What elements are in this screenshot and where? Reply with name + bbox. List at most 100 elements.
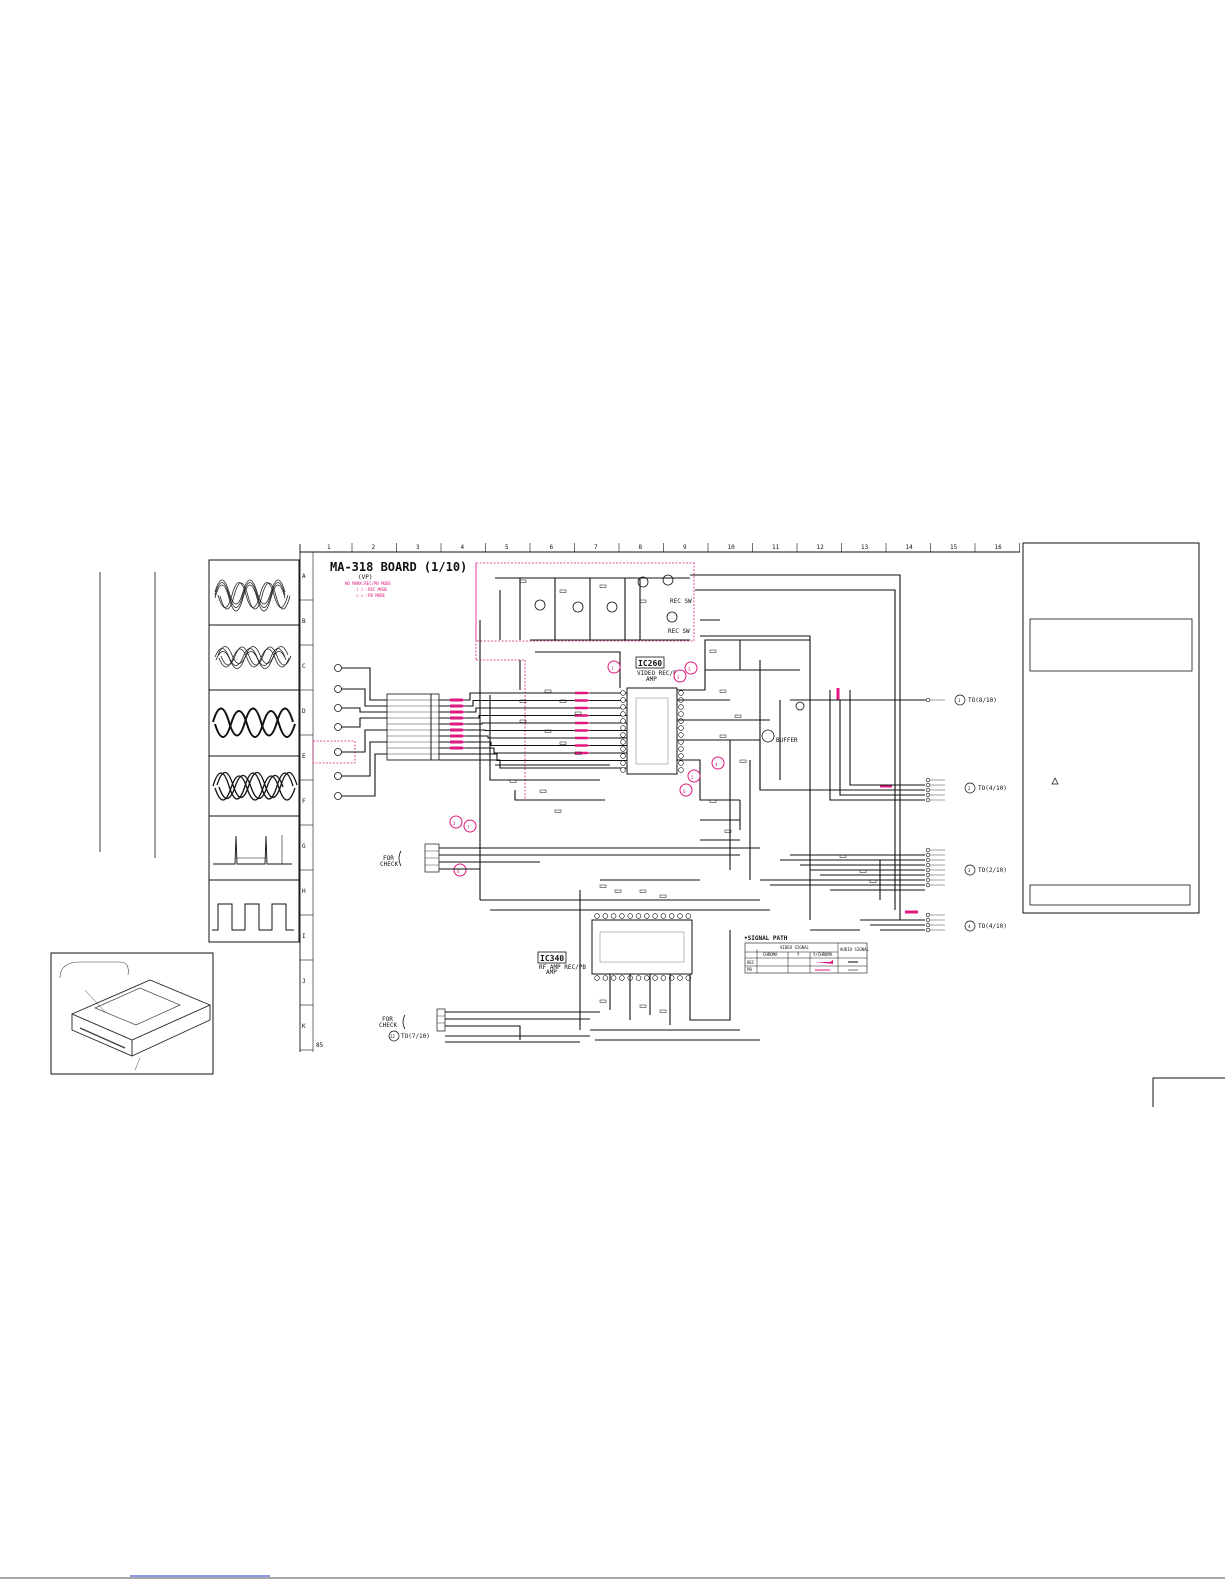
ic260-pin (620, 711, 626, 717)
svg-text:5: 5 (691, 775, 694, 780)
dest-1: 1 TO(8/10) (954, 694, 997, 706)
ic260-chip (620, 687, 684, 775)
svg-text:2: 2 (968, 786, 971, 791)
component-glyph (519, 699, 527, 703)
column-label: 12 (817, 544, 825, 551)
ic340-pin (627, 913, 633, 919)
bus-line (439, 722, 627, 725)
svg-text:3: 3 (688, 667, 691, 672)
svg-text:TO(7/10): TO(7/10) (401, 1033, 430, 1040)
ic340-pin (619, 975, 625, 981)
ic260-pin (620, 697, 626, 703)
ic260-pin (620, 767, 626, 773)
signal-arrow (575, 691, 590, 695)
ic260-pin (678, 746, 684, 752)
output-terminal (925, 872, 931, 878)
component-glyph (734, 714, 742, 718)
svg-text:2: 2 (453, 821, 456, 826)
bus-lines (439, 692, 627, 769)
svg-text:TO(4/10): TO(4/10) (978, 785, 1007, 792)
ic340-pin (644, 913, 650, 919)
page-number: 85 (316, 1042, 324, 1049)
ic340-label-box (537, 951, 567, 964)
row-label: C (302, 663, 306, 670)
output-terminal (925, 847, 931, 853)
switch-block-wiring (479, 574, 901, 920)
input-connector-block (386, 693, 440, 761)
output-rails (759, 690, 925, 931)
column-label: 14 (906, 544, 914, 551)
output-terminal (925, 917, 931, 923)
signal-arrow (450, 728, 465, 732)
svg-text:VIDEO SIGNAL: VIDEO SIGNAL (780, 945, 809, 950)
ic340-pin (610, 913, 617, 919)
deck-illustration (50, 952, 214, 1075)
ic340-pin (668, 913, 675, 919)
svg-text:1: 1 (958, 698, 961, 703)
signal-arrow (575, 744, 590, 747)
row-label: G (302, 843, 306, 850)
signal-arrows (450, 688, 918, 914)
ic260-pin (620, 760, 626, 766)
component-glyph (639, 889, 647, 893)
svg-text:CHROMA: CHROMA (763, 952, 778, 957)
column-label: 5 (505, 544, 509, 551)
component-glyph (539, 789, 547, 793)
signal-arrow (450, 704, 465, 708)
svg-text:3: 3 (968, 868, 971, 873)
output-terminals (925, 697, 945, 933)
signal-path-legend: •SIGNAL PATH VIDEO SIGNAL CHROMA Y Y/CHR… (744, 935, 869, 974)
signal-arrow (575, 699, 590, 702)
svg-text:7: 7 (467, 825, 470, 830)
bus-line (439, 753, 627, 762)
check-connector-lower (402, 1008, 446, 1032)
marker-5: 5 (687, 769, 701, 783)
signal-arrow (575, 729, 590, 732)
dest-2: 2 TO(4/10) (964, 782, 1007, 794)
row-label: J (302, 978, 306, 985)
corner-tab (1152, 1077, 1225, 1107)
bus-line (439, 699, 627, 707)
marker-6a: 6 (679, 783, 693, 797)
output-terminal (925, 787, 931, 793)
ic340-chip (591, 913, 693, 981)
row-label: B (302, 618, 306, 625)
component-glyph (509, 779, 517, 783)
waveform-panels (208, 559, 300, 943)
output-terminal (925, 867, 931, 873)
signal-arrow (450, 722, 465, 726)
ic340-desc: RF AMP REC/PB (539, 964, 586, 971)
ic260-pin (678, 725, 684, 731)
waveform-6 (212, 903, 294, 931)
svg-text:AUDIO SIGNAL: AUDIO SIGNAL (840, 947, 869, 952)
ic260-pin (678, 711, 684, 717)
output-terminal (925, 697, 931, 703)
signal-arrow (450, 716, 465, 720)
svg-text:2: 2 (677, 675, 680, 680)
output-terminal (925, 927, 931, 933)
signal-arrow (575, 736, 590, 740)
component-glyph (559, 741, 567, 745)
marker-2: 2 (673, 669, 687, 683)
svg-text:PB: PB (747, 967, 752, 972)
ic340-pin (652, 913, 658, 919)
column-label: 15 (950, 544, 958, 551)
output-terminal (925, 922, 931, 928)
marker-4: 4 (711, 756, 725, 770)
check-upper-2: CHECK (380, 861, 398, 868)
column-label: 16 (995, 544, 1003, 551)
board-title: MA-318 BOARD (1/10) (330, 560, 467, 574)
component-glyph (659, 1009, 667, 1013)
buffer-label: BUFFER (776, 737, 798, 744)
row-label: D (302, 708, 306, 715)
ic340-pin (652, 975, 658, 981)
svg-text:4: 4 (715, 762, 718, 767)
signal-arrow (450, 746, 465, 750)
component-glyph (554, 809, 562, 813)
marker-3: 3 (684, 661, 698, 675)
ic340-sub: AMP (546, 969, 557, 976)
component-glyph (639, 599, 647, 603)
component-glyph (574, 751, 582, 755)
waveform-1 (214, 579, 291, 612)
